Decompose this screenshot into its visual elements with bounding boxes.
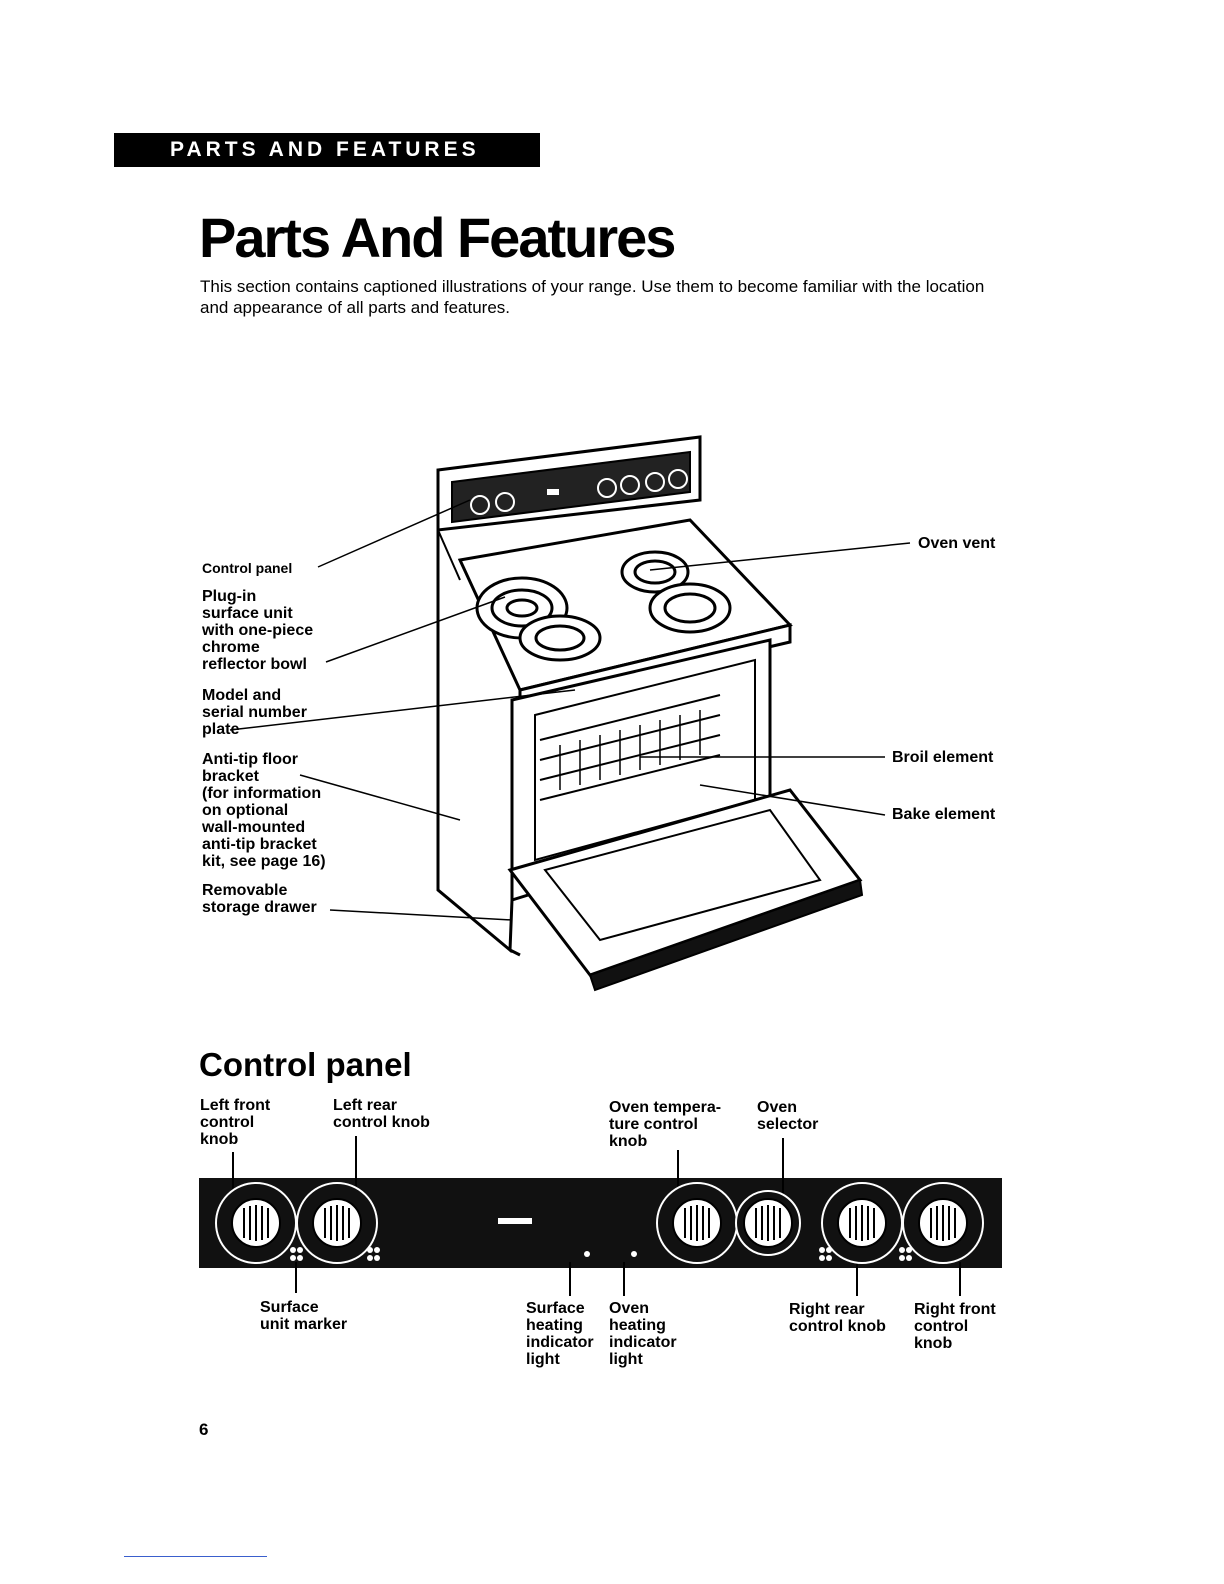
knob-oven-temperature xyxy=(656,1182,738,1264)
leader-lines xyxy=(229,499,911,921)
label-right-front-knob: Right front control knob xyxy=(914,1301,996,1352)
label-plug-in-surface-unit: Plug-in surface unit with one-piece chro… xyxy=(202,588,314,673)
footer-rule xyxy=(124,1556,267,1557)
surface-units xyxy=(475,550,732,662)
brand-logo xyxy=(498,1218,532,1224)
oven-heating-indicator-light xyxy=(631,1251,637,1257)
label-oven-vent: Oven vent xyxy=(918,535,996,552)
page-title: Parts And Features xyxy=(199,206,676,269)
section-tab-label: PARTS AND FEATURES xyxy=(170,138,480,161)
label-right-rear-knob: Right rear control knob xyxy=(789,1301,886,1335)
knob-right-rear xyxy=(821,1182,903,1264)
door-handle xyxy=(588,878,864,992)
label-model-serial-plate: Model and serial number plate xyxy=(202,687,307,738)
backguard-knobs xyxy=(470,469,688,515)
label-broil-element: Broil element xyxy=(892,749,994,766)
knob-right-front xyxy=(902,1182,984,1264)
label-surface-heating-light: Surface heating indicator light xyxy=(526,1300,594,1368)
surface-heating-indicator-light xyxy=(584,1251,590,1257)
surface-unit-markers xyxy=(290,1247,912,1261)
oven-racks xyxy=(539,694,721,801)
label-oven-selector: Oven selector xyxy=(757,1099,819,1133)
label-control-panel: Control panel xyxy=(202,560,293,576)
control-panel-heading: Control panel xyxy=(199,1046,412,1083)
section-tab: PARTS AND FEATURES xyxy=(114,133,540,167)
label-oven-heating-light: Oven heating indicator light xyxy=(609,1300,677,1368)
label-left-rear-knob: Left rear control knob xyxy=(333,1097,430,1131)
label-bake-element: Bake element xyxy=(892,806,996,823)
label-oven-temp-knob: Oven tempera- ture control knob xyxy=(609,1099,722,1150)
knob-oven-selector xyxy=(735,1190,801,1256)
knob-left-rear xyxy=(296,1182,378,1264)
label-left-front-knob: Left front control knob xyxy=(200,1097,271,1148)
label-storage-drawer: Removable storage drawer xyxy=(202,882,317,916)
page-number: 6 xyxy=(199,1420,209,1439)
label-anti-tip-bracket: Anti-tip floor bracket (for information … xyxy=(202,751,326,870)
knob-left-front xyxy=(215,1182,297,1264)
intro-paragraph: This section contains captioned illustra… xyxy=(200,277,985,317)
label-surface-unit-marker: Surface unit marker xyxy=(260,1299,348,1333)
